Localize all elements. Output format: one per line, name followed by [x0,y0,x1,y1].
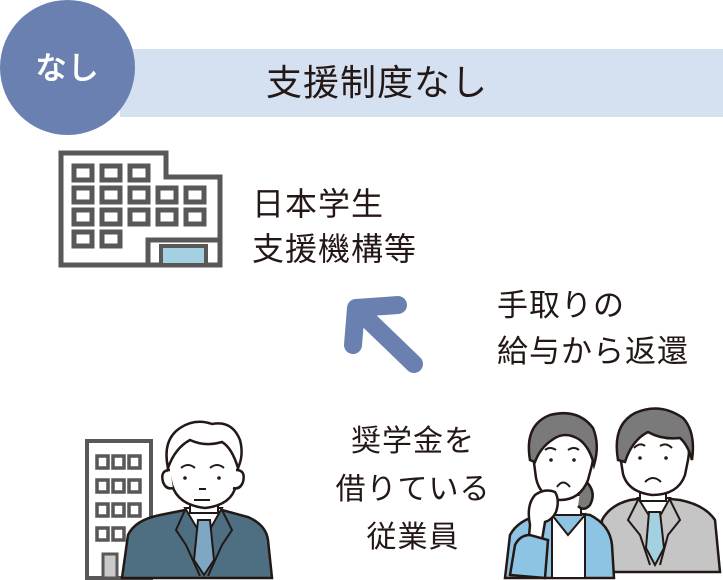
employee-label-line-3: 従業員 [366,520,460,555]
male-employee [598,407,722,579]
employee-label-line-1: 奨学金を [351,424,475,459]
employee-label: 奨学金を 借りている 従業員 [318,418,508,562]
page-title: 支援制度なし [266,63,489,104]
organization-label-line-1: 日本学生 [252,185,385,223]
female-employee [503,411,616,580]
employer-person [120,420,274,580]
employee-label-line-2: 借りている [335,472,491,507]
status-badge: なし [0,0,135,135]
repayment-label-line-1: 手取りの [497,288,625,324]
organization-label-line-2: 支援機構等 [252,230,418,268]
badge-label: なし [35,51,100,87]
header-banner [120,49,723,117]
organization-label: 日本学生 支援機構等 [252,182,417,272]
repayment-label: 手取りの 給与から返還 [497,283,689,375]
repayment-label-line-2: 給与から返還 [497,334,689,370]
